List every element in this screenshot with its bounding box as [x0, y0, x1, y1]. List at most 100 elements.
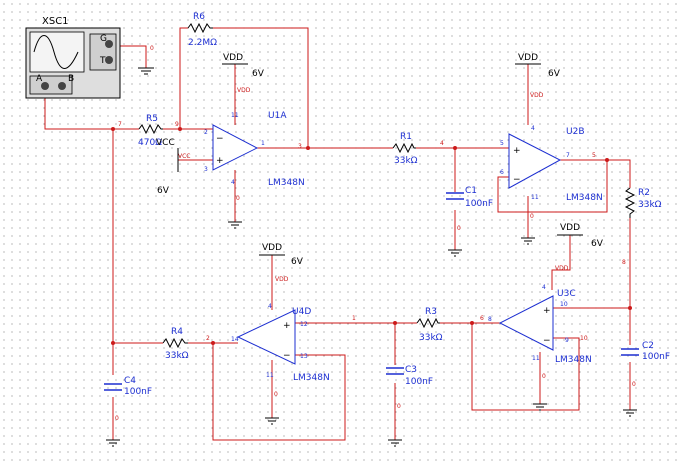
- vcc-voltage-label: 6V: [157, 186, 170, 196]
- c3-value-label: 100nF: [405, 377, 433, 387]
- svg-text:−: −: [216, 134, 224, 144]
- svg-text:+: +: [216, 156, 224, 166]
- ground-icon-u1a: [228, 221, 242, 229]
- r3-ref-label: R3: [425, 307, 437, 317]
- u4d-model-label: LM348N: [293, 373, 330, 383]
- scope-g-label: G: [100, 34, 107, 44]
- resistor-r1[interactable]: [392, 142, 416, 154]
- opamp-u4d[interactable]: + −: [236, 309, 296, 365]
- capacitor-c3[interactable]: [386, 367, 404, 375]
- r6-value-label: 2.2MΩ: [188, 38, 217, 48]
- vdd-voltage-u2b: 6V: [548, 69, 561, 79]
- u1a-pin3: 3: [204, 166, 208, 173]
- wire-r6-right: [213, 27, 309, 148]
- scope-waveform-icon: [33, 35, 79, 69]
- scope-b-label: B: [68, 74, 74, 84]
- c1-value-label: 100nF: [465, 199, 493, 209]
- u4d-pin4: 4: [268, 303, 272, 310]
- c3-ref-label: C3: [405, 365, 417, 375]
- capacitor-c2[interactable]: [621, 348, 639, 356]
- u3c-pin11: 11: [532, 355, 540, 362]
- wire-scope-a: [44, 88, 113, 130]
- junction-n2: [211, 341, 215, 345]
- u2b-model-label: LM348N: [566, 193, 603, 203]
- capacitor-c1[interactable]: [446, 192, 464, 200]
- u4d-pin14: 14: [231, 336, 239, 343]
- net-label-n0-u1a: 0: [236, 195, 240, 202]
- resistor-r4[interactable]: [162, 337, 188, 349]
- net-label-n0-u4d: 0: [274, 391, 278, 398]
- u4d-pin12: 12: [300, 321, 308, 328]
- u3c-pin10: 10: [560, 301, 568, 308]
- u3c-pin4: 4: [542, 284, 546, 291]
- vdd-label-u2b: VDD: [518, 53, 538, 63]
- capacitor-c4[interactable]: [104, 383, 122, 391]
- opamp-u2b[interactable]: + −: [508, 133, 562, 189]
- r4-ref-label: R4: [171, 327, 183, 337]
- u2b-pin11: 11: [531, 194, 539, 201]
- svg-text:−: −: [283, 351, 291, 361]
- resistor-r2[interactable]: [624, 187, 636, 218]
- vdd-voltage-u3c: 6V: [591, 239, 604, 249]
- oscilloscope-xsc1[interactable]: [25, 27, 121, 99]
- u3c-ref-label: U3C: [557, 289, 576, 299]
- r1-ref-label: R1: [400, 132, 412, 142]
- vdd-voltage-u1a: 6V: [252, 69, 265, 79]
- junctions: [111, 127, 632, 345]
- ground-icon: [138, 67, 154, 75]
- u3c-model-label: LM348N: [555, 355, 592, 365]
- net-label-n7: 7: [118, 121, 122, 128]
- junction-n9: [178, 127, 182, 131]
- u2b-pin7: 7: [566, 152, 570, 159]
- u2b-pin4: 4: [531, 125, 535, 132]
- c4-ref-label: C4: [124, 376, 136, 386]
- junction-n6: [470, 321, 474, 325]
- scope-trigger-terminal[interactable]: [105, 56, 113, 64]
- junction-n7: [111, 127, 115, 131]
- scope-channel-a-terminal[interactable]: [41, 82, 49, 90]
- svg-text:−: −: [513, 175, 521, 185]
- net-label-vcc: VCC: [178, 153, 190, 160]
- resistor-r5[interactable]: [138, 123, 163, 135]
- resistor-r3[interactable]: [416, 317, 440, 329]
- scope-ground-terminal[interactable]: [105, 40, 113, 48]
- u1a-pin2: 2: [204, 129, 208, 136]
- u4d-pin13: 13: [300, 353, 308, 360]
- net-label-n4: 4: [440, 140, 444, 147]
- u1a-pin1: 1: [261, 140, 265, 147]
- ground-icon-u2b: [521, 237, 535, 245]
- net-label-n5: 5: [592, 152, 596, 159]
- u1a-ref-label: U1A: [268, 111, 287, 121]
- scope-channel-b-terminal[interactable]: [58, 82, 66, 90]
- vdd-label-u4d: VDD: [262, 243, 282, 253]
- net-label-n0-u2b: 0: [530, 213, 534, 220]
- junction-n5: [605, 158, 609, 162]
- ground-icon-u4d: [265, 417, 279, 425]
- opamp-u1a[interactable]: − +: [212, 124, 259, 171]
- vcc-label: VCC: [156, 138, 175, 148]
- junction-n1: [393, 321, 397, 325]
- resistor-r6[interactable]: [187, 22, 213, 34]
- svg-text:+: +: [543, 306, 551, 316]
- net-label-n3: 3: [298, 143, 302, 150]
- u2b-ref-label: U2B: [566, 127, 585, 137]
- wire-scope-b: [116, 45, 147, 68]
- wire-u2b-out: [560, 159, 631, 188]
- svg-text:+: +: [513, 146, 521, 156]
- ground-icon-c1: [448, 249, 462, 257]
- u1a-model-label: LM348N: [268, 178, 305, 188]
- svg-text:+: +: [283, 321, 291, 331]
- r5-ref-label: R5: [146, 114, 158, 124]
- opamp-u3c[interactable]: + −: [498, 295, 554, 351]
- vdd-label-u3c: VDD: [560, 223, 580, 233]
- ground-icon-c4: [106, 439, 120, 447]
- u2b-pin6: 6: [500, 169, 504, 176]
- scope-a-label: A: [36, 74, 43, 84]
- net-label-n9: 9: [175, 121, 179, 128]
- wire-u3c-vdd: [551, 235, 571, 290]
- wire-r6-left: [179, 27, 188, 129]
- vdd-voltage-u4d: 6V: [291, 257, 304, 267]
- r6-ref-label: R6: [193, 12, 205, 22]
- ground-icon-u3c: [533, 403, 547, 411]
- u4d-pin11: 11: [266, 372, 274, 379]
